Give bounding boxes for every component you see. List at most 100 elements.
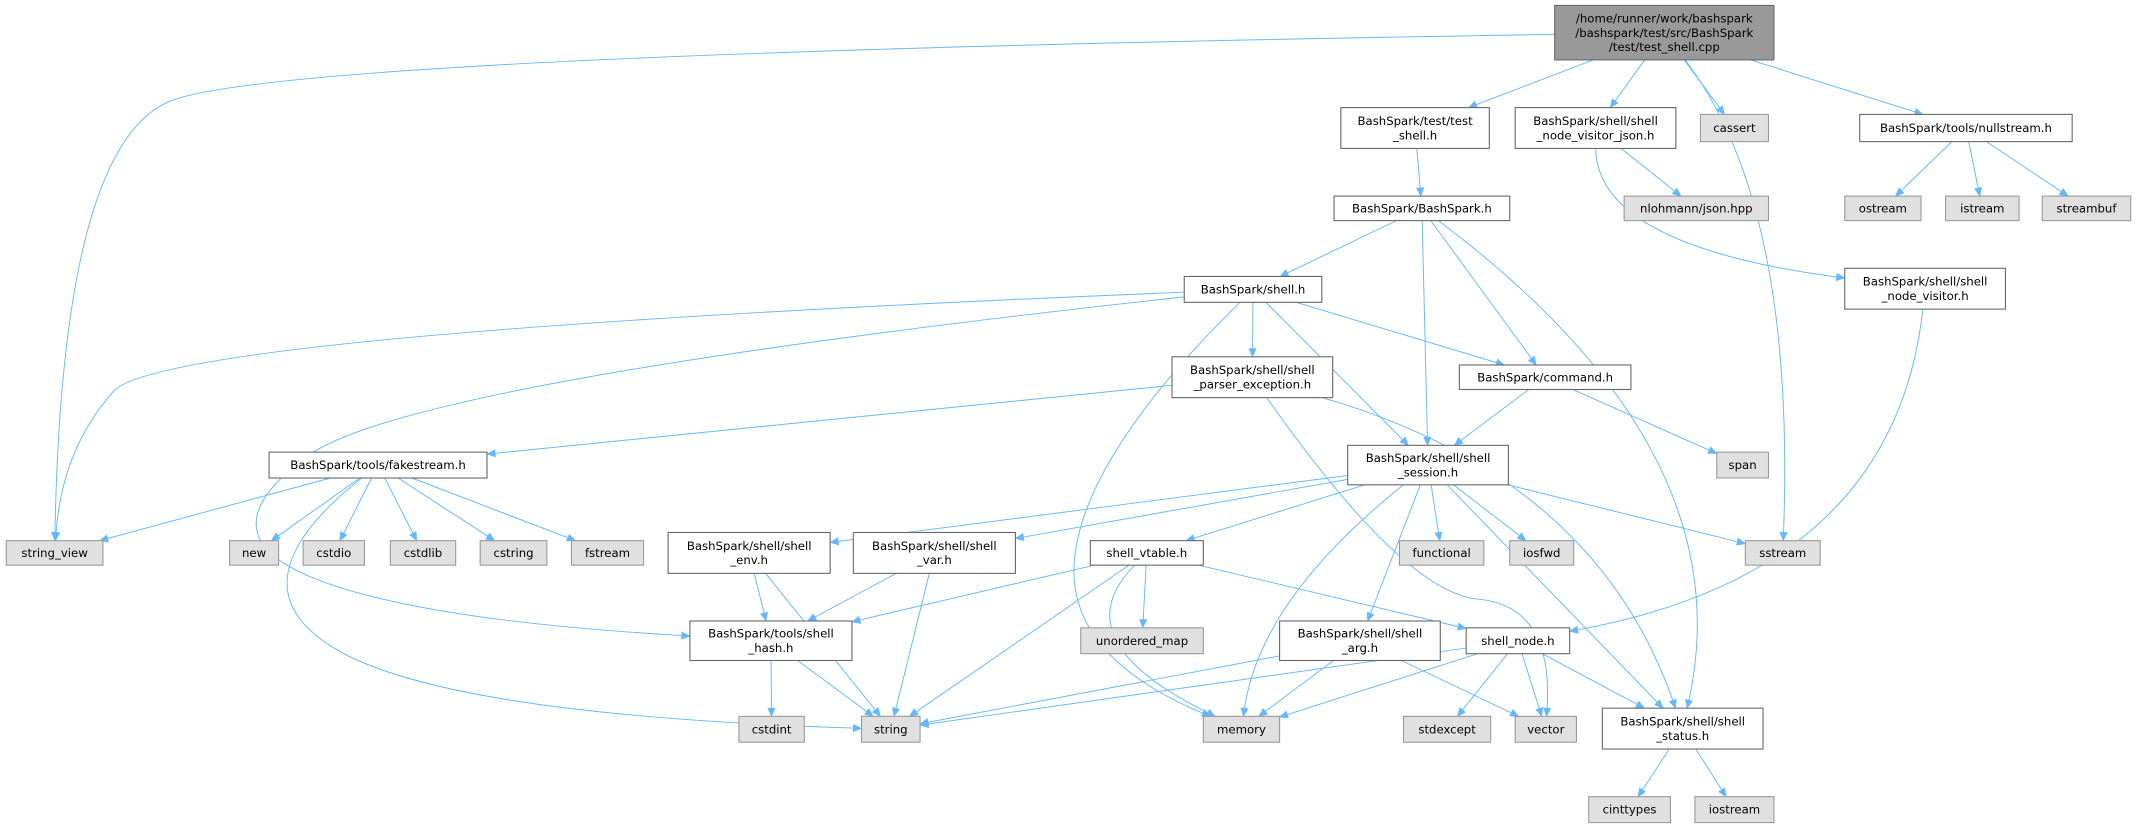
node-root[interactable]: /home/runner/work/bashspark/bashspark/te… bbox=[1554, 4, 1775, 61]
arrowhead-icon bbox=[1654, 699, 1664, 709]
node-nlohmann: nlohmann/json.hpp bbox=[1623, 195, 1770, 222]
arrowhead-icon bbox=[1453, 436, 1464, 446]
node-session-h[interactable]: BashSpark/shell/shell_session.h bbox=[1347, 444, 1509, 486]
arrowhead-icon bbox=[852, 723, 863, 733]
node-label: functional bbox=[1413, 546, 1471, 560]
node-label: BashSpark/shell/shell bbox=[1366, 451, 1491, 465]
node-box bbox=[1694, 796, 1775, 824]
node-node-visitor[interactable]: BashSpark/shell/shell_node_visitor.h bbox=[1844, 267, 2006, 310]
node-label: BashSpark/tools/shell bbox=[708, 627, 834, 641]
arrowhead-icon bbox=[1527, 355, 1537, 366]
arrowhead-icon bbox=[1685, 698, 1693, 709]
node-command-h[interactable]: BashSpark/command.h bbox=[1458, 364, 1632, 391]
node-box bbox=[1699, 113, 1770, 143]
edge-command_h-to-session_h bbox=[1460, 389, 1530, 441]
node-parser-exception[interactable]: BashSpark/shell/shell_parser_exception.h bbox=[1171, 356, 1334, 399]
edge-session_h-to-vtable_h bbox=[1193, 484, 1365, 539]
node-sstream: sstream bbox=[1744, 540, 1821, 566]
node-shell-node[interactable]: shell_node.h bbox=[1465, 627, 1571, 655]
node-functional: functional bbox=[1398, 540, 1485, 566]
edge-command_h-to-span bbox=[1572, 389, 1710, 451]
arrowhead-icon bbox=[339, 531, 348, 542]
arrowhead-icon bbox=[1668, 698, 1677, 709]
node-label: new bbox=[242, 546, 267, 560]
node-test-shell-h[interactable]: BashSpark/test/test_shell.h bbox=[1340, 107, 1490, 149]
node-span: span bbox=[1716, 451, 1770, 479]
edge-bashspark_h-to-session_h bbox=[1421, 220, 1428, 438]
edge-shell_h-to-memory bbox=[1073, 301, 1241, 714]
node-box bbox=[1183, 275, 1323, 303]
node-label: _node_visitor_json.h bbox=[1536, 128, 1655, 142]
node-shell-h[interactable]: BashSpark/shell.h bbox=[1183, 275, 1323, 303]
node-box bbox=[1279, 620, 1441, 662]
arrowhead-icon bbox=[1434, 531, 1443, 542]
node-label: /home/runner/work/bashspark bbox=[1576, 11, 1753, 25]
node-box bbox=[570, 540, 645, 566]
edge-vtable_h-to-shell_hash bbox=[859, 564, 1095, 621]
edge-shell_h-to-string_view bbox=[55, 291, 1185, 533]
node-box bbox=[1588, 796, 1671, 824]
node-vtable-h[interactable]: shell_vtable.h bbox=[1089, 540, 1204, 566]
node-cstdlib: cstdlib bbox=[389, 540, 457, 566]
node-status-h[interactable]: BashSpark/shell/shell_status.h bbox=[1601, 707, 1764, 750]
arrowhead-icon bbox=[1718, 787, 1727, 798]
edge-vtable_h-to-shell_node bbox=[1198, 564, 1459, 628]
edge-fakestream-to-cstdio bbox=[343, 477, 372, 534]
edge-visitor_json-to-node_visitor bbox=[1595, 148, 1837, 278]
node-visitor-json[interactable]: BashSpark/shell/shell_node_visitor_json.… bbox=[1514, 107, 1677, 149]
node-label: BashSpark/shell.h bbox=[1201, 282, 1306, 296]
edge-vtable_h-to-unordered_map bbox=[1142, 565, 1147, 620]
node-label: string_view bbox=[21, 546, 88, 560]
node-box bbox=[5, 540, 104, 566]
node-box bbox=[1716, 451, 1770, 479]
node-label: BashSpark/test/test bbox=[1358, 114, 1474, 128]
edge-fakestream-to-new bbox=[277, 477, 361, 537]
node-iostream: iostream bbox=[1694, 796, 1775, 824]
node-box bbox=[2041, 195, 2132, 222]
edge-status_h-to-iostream bbox=[1695, 748, 1723, 791]
node-cinttypes: cinttypes bbox=[1588, 796, 1671, 824]
arrowhead-icon bbox=[1779, 531, 1788, 542]
node-box bbox=[1202, 715, 1281, 743]
node-fakestream[interactable]: BashSpark/tools/fakestream.h bbox=[268, 451, 488, 479]
node-env-h[interactable]: BashSpark/shell/shell_env.h bbox=[667, 531, 831, 574]
node-arg-h[interactable]: BashSpark/shell/shell_arg.h bbox=[1279, 620, 1441, 662]
arrowhead-icon bbox=[1258, 707, 1269, 717]
arrowhead-icon bbox=[1707, 446, 1718, 454]
edge-nullstream-to-ostream bbox=[1901, 141, 1953, 191]
node-nullstream[interactable]: BashSpark/tools/nullstream.h bbox=[1859, 113, 2073, 143]
arrowhead-icon bbox=[1568, 625, 1579, 634]
arrowhead-icon bbox=[851, 615, 862, 624]
arrowhead-icon bbox=[1366, 611, 1375, 622]
arrowhead-icon bbox=[1543, 707, 1552, 718]
node-box bbox=[1944, 195, 2020, 222]
node-string-view: string_view bbox=[5, 540, 104, 566]
node-label: nlohmann/json.hpp bbox=[1640, 201, 1753, 215]
node-label: fstream bbox=[585, 546, 630, 560]
edge-session_h-to-arg_h bbox=[1370, 484, 1421, 614]
node-label: BashSpark/shell/shell bbox=[1533, 114, 1658, 128]
node-box bbox=[1514, 107, 1677, 149]
node-var-h[interactable]: BashSpark/shell/shell_var.h bbox=[852, 531, 1016, 574]
node-label: ostream bbox=[1859, 201, 1907, 215]
edge-visitor_json-to-nlohmann bbox=[1620, 148, 1675, 192]
node-box bbox=[1844, 195, 1922, 222]
node-label: BashSpark/shell/shell bbox=[687, 539, 812, 553]
node-box bbox=[852, 531, 1016, 574]
node-label: _shell.h bbox=[1392, 128, 1437, 142]
node-bashspark-h[interactable]: BashSpark/BashSpark.h bbox=[1333, 195, 1511, 222]
edge-arg_h-to-string bbox=[928, 655, 1280, 723]
node-label: BashSpark/shell/shell bbox=[1298, 627, 1423, 641]
node-shell-hash[interactable]: BashSpark/tools/shell_hash.h bbox=[689, 620, 853, 662]
edge-node_visitor-to-shell_node bbox=[1577, 309, 1924, 631]
arrowhead-icon bbox=[1835, 272, 1846, 281]
edge-root-to-test_shell_h bbox=[1475, 59, 1594, 106]
arrowhead-icon bbox=[1516, 532, 1527, 542]
arrowhead-icon bbox=[1456, 622, 1467, 631]
edge-status_h-to-cinttypes bbox=[1642, 748, 1670, 791]
node-label: iostream bbox=[1709, 803, 1760, 817]
node-label: vector bbox=[1527, 722, 1564, 736]
node-box bbox=[268, 451, 488, 479]
edge-bashspark_h-to-status_h bbox=[1437, 220, 1698, 701]
